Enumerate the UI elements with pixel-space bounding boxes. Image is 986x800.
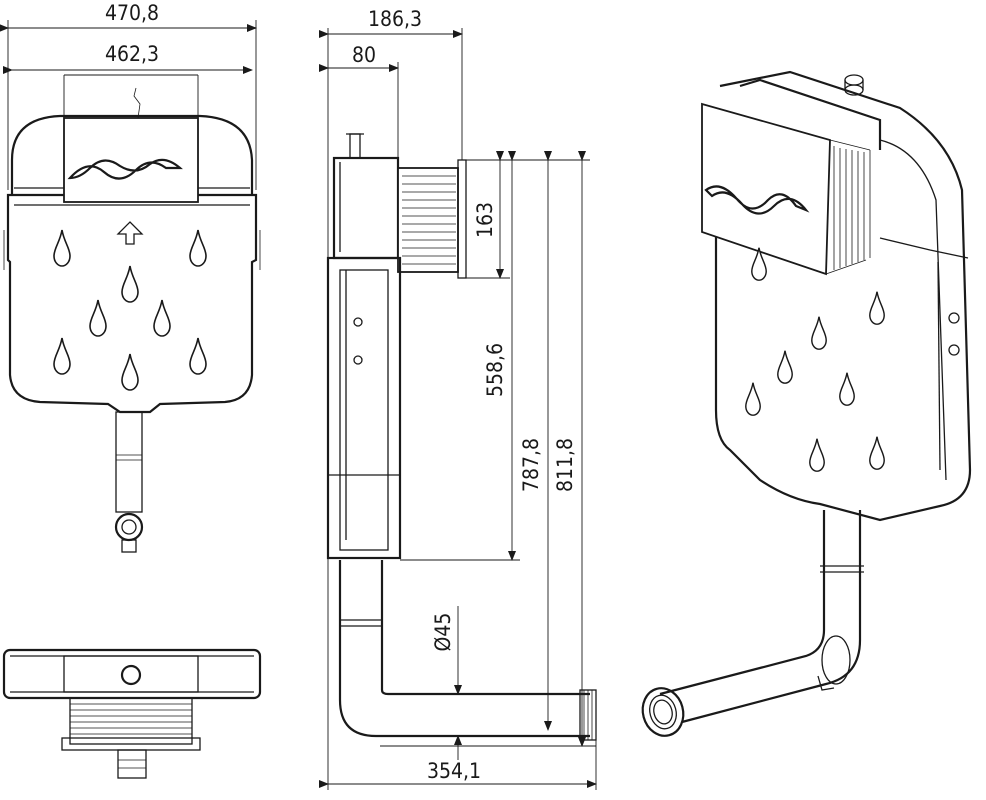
front-dimensions: 470,8 462,3 xyxy=(0,1,257,190)
dim-overall-width: 470,8 xyxy=(105,1,159,25)
dim-depth-total: 186,3 xyxy=(368,7,422,31)
front-view xyxy=(3,87,261,553)
isometric-view xyxy=(641,70,972,737)
top-view xyxy=(2,648,262,779)
dim-inlet-height: 558,6 xyxy=(483,343,507,397)
dim-outlet-height: 787,8 xyxy=(519,438,543,492)
side-dimensions: 186,3 80 163 558,6 787,8 811,8 Ø45 354,1 xyxy=(319,7,597,790)
dim-depth-panel: 80 xyxy=(352,43,376,67)
dim-pipe-diameter: Ø45 xyxy=(431,613,455,652)
side-view xyxy=(326,133,597,741)
dim-outlet-length: 354,1 xyxy=(427,759,481,783)
dim-total-height: 811,8 xyxy=(553,438,577,492)
dim-inner-width: 462,3 xyxy=(105,42,159,66)
dim-button-height: 163 xyxy=(473,202,497,238)
